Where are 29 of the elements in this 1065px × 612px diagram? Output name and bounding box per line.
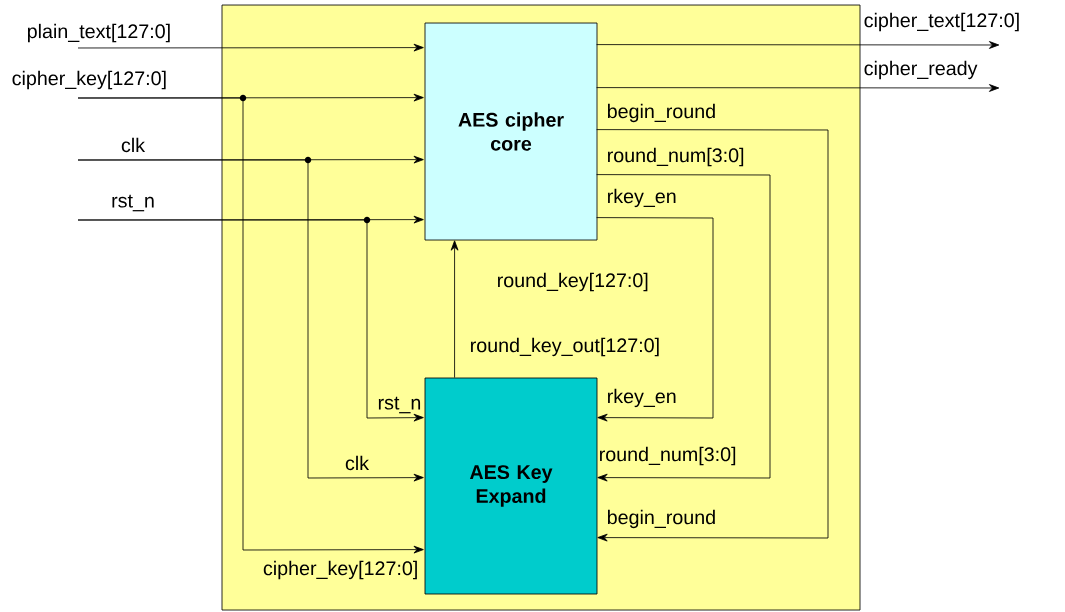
key-expand-block: AES Key Expand	[424, 377, 598, 595]
signal-arrow	[450, 240, 459, 378]
signal-label: cipher_key[127:0]	[263, 560, 417, 580]
signal-arrow	[77, 97, 424, 554]
signal-arrow	[596, 217, 714, 422]
signal-arrow	[596, 41, 1000, 49]
signal-arrow	[77, 159, 424, 482]
signal-label: rkey_en	[608, 388, 676, 408]
signal-arrow	[596, 84, 1000, 92]
signal-label: plain_text[127:0]	[27, 23, 170, 43]
signal-label: rst_n	[378, 396, 421, 414]
signal-arrow	[596, 174, 771, 482]
signal-label: cipher_text[127:0]	[864, 12, 1019, 32]
signal-label: cipher_key[127:0]	[12, 70, 166, 90]
signal-label: clk	[121, 137, 146, 153]
signal-label: begin_round	[608, 509, 715, 529]
signal-arrow	[596, 129, 829, 542]
signal-label: cipher_ready	[864, 60, 978, 80]
cipher-core-block: AES cipher core	[424, 22, 598, 241]
signal-label: round_num[3:0]	[600, 446, 736, 466]
signal-label: rst_n	[112, 194, 154, 212]
signal-arrow	[77, 219, 424, 422]
signal-label: round_num[3:0]	[608, 147, 744, 167]
signal-arrow	[77, 43, 424, 52]
signal-label: begin_round	[608, 103, 715, 123]
signal-label: rkey_en	[608, 188, 676, 208]
signal-label: clk	[345, 455, 370, 471]
signal-label: round_key[127:0]	[498, 272, 648, 292]
signal-label: round_key_out[127:0]	[471, 337, 659, 357]
